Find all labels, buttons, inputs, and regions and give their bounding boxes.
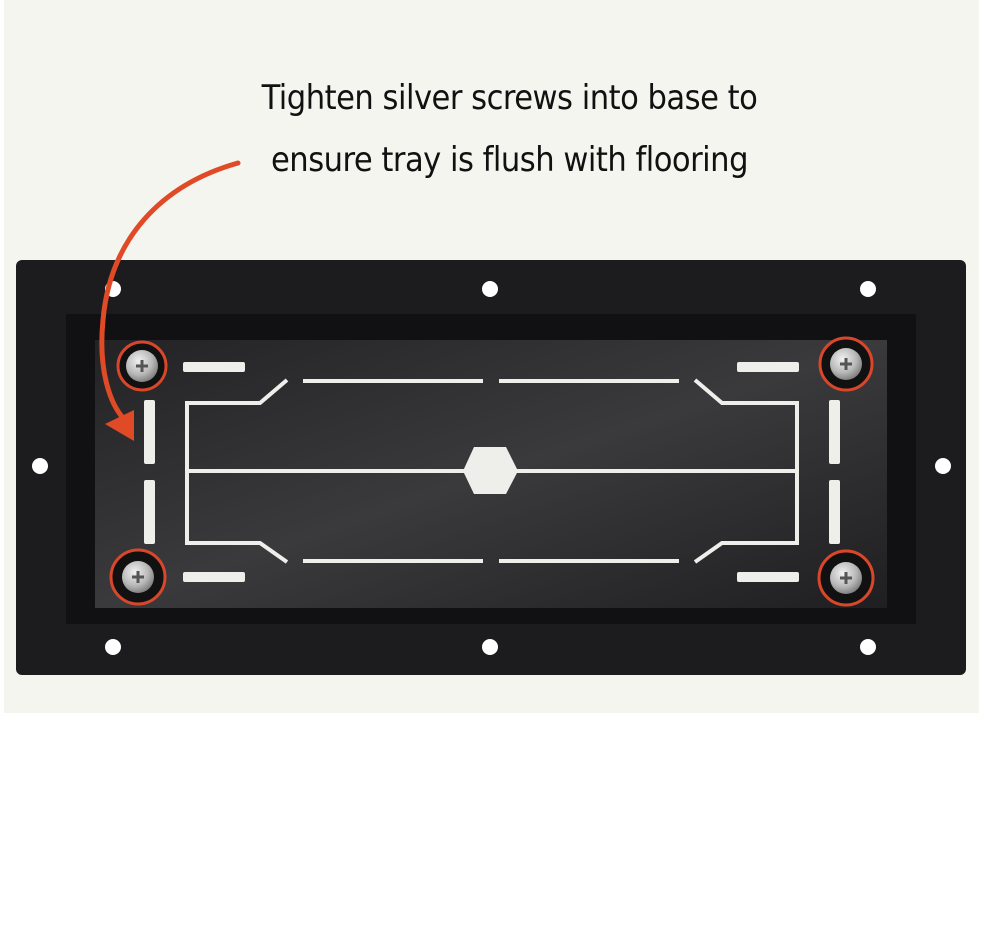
- screw-top-right: [818, 336, 874, 392]
- annotation-arrow: [99, 160, 241, 441]
- screw-bottom-right: [817, 549, 875, 607]
- screw-bottom-left: [109, 548, 167, 606]
- screw-top-left: [116, 340, 168, 392]
- product-photo: Tighten silver screws into base to ensur…: [4, 0, 979, 713]
- center-hexagon: [463, 447, 518, 494]
- mounting-holes: [32, 281, 951, 655]
- annotation-line-1: Tighten silver screws into base to: [261, 78, 758, 118]
- base-markings: [144, 362, 840, 582]
- annotation-line-2: ensure tray is flush with flooring: [270, 140, 749, 180]
- recessed-tray-illustration: [16, 160, 966, 675]
